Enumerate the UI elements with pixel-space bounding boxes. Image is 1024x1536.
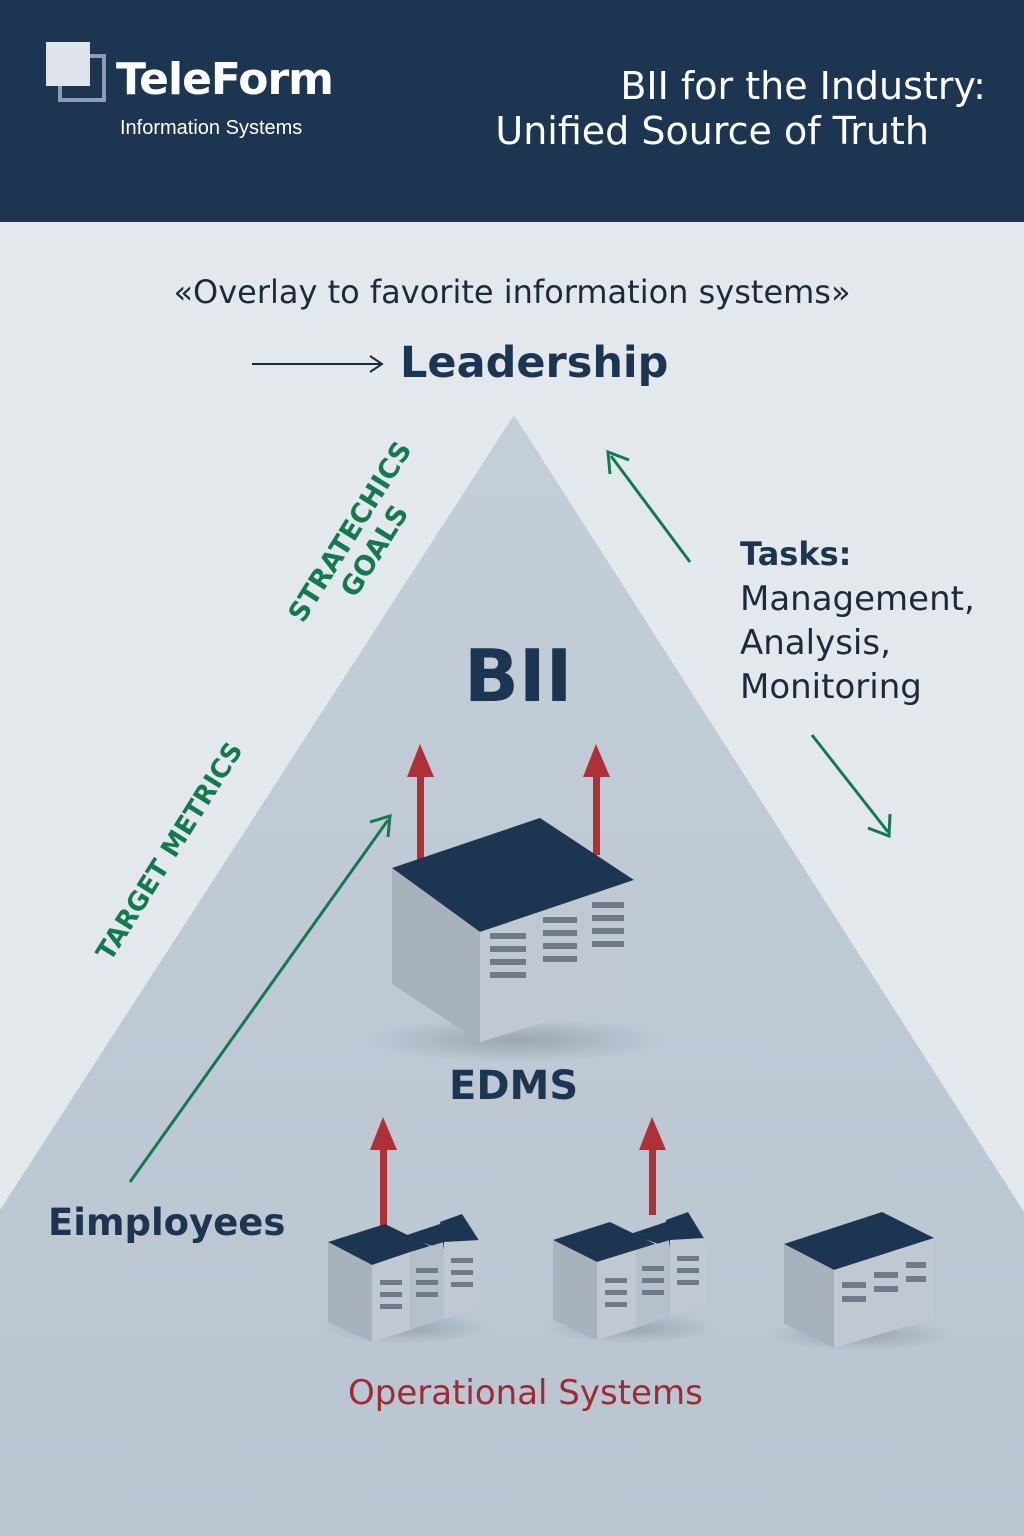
page-title-line-2: Unified Source of Truth: [495, 109, 929, 153]
operational-server-3-icon: [770, 1212, 950, 1351]
tasks-item-analysis: Analysis,: [740, 623, 891, 663]
tasks-item-monitoring: Monitoring: [740, 667, 922, 707]
tasks-up-arrow-icon: [606, 449, 692, 563]
overlay-caption: «Overlay to favorite information systems…: [173, 273, 851, 311]
bii-label: BII: [464, 634, 573, 718]
operational-systems-label: Operational Systems: [348, 1373, 703, 1413]
employees-label: Eimployees: [48, 1201, 286, 1244]
page-title-line-1: BII for the Industry:: [620, 64, 986, 108]
edms-server-icon: [365, 818, 665, 1062]
tasks-down-arrow-icon: [810, 734, 892, 839]
ops-to-edms-arrow-left-icon: [370, 1117, 397, 1230]
header-banner: TeleForm Information Systems BII for the…: [0, 0, 1024, 222]
teleform-logo-icon: [46, 42, 106, 102]
employees-to-edms-arrow-icon: [128, 813, 392, 1183]
edms-label: EDMS: [449, 1063, 579, 1109]
logo-subtitle: Information Systems: [120, 117, 303, 139]
edms-to-bii-arrow-right-icon: [583, 744, 610, 855]
edms-to-bii-arrow-left-icon: [407, 744, 434, 860]
operational-server-1-icon: [320, 1214, 490, 1344]
tasks-item-management: Management,: [740, 579, 975, 619]
logo-name: TeleForm: [116, 54, 334, 105]
ops-to-edms-arrow-right-icon: [639, 1117, 666, 1215]
operational-server-2-icon: [545, 1212, 715, 1344]
leadership-label: Leadership: [400, 338, 669, 388]
leadership-arrow-icon: [252, 355, 384, 373]
tasks-title: Tasks:: [740, 535, 852, 573]
